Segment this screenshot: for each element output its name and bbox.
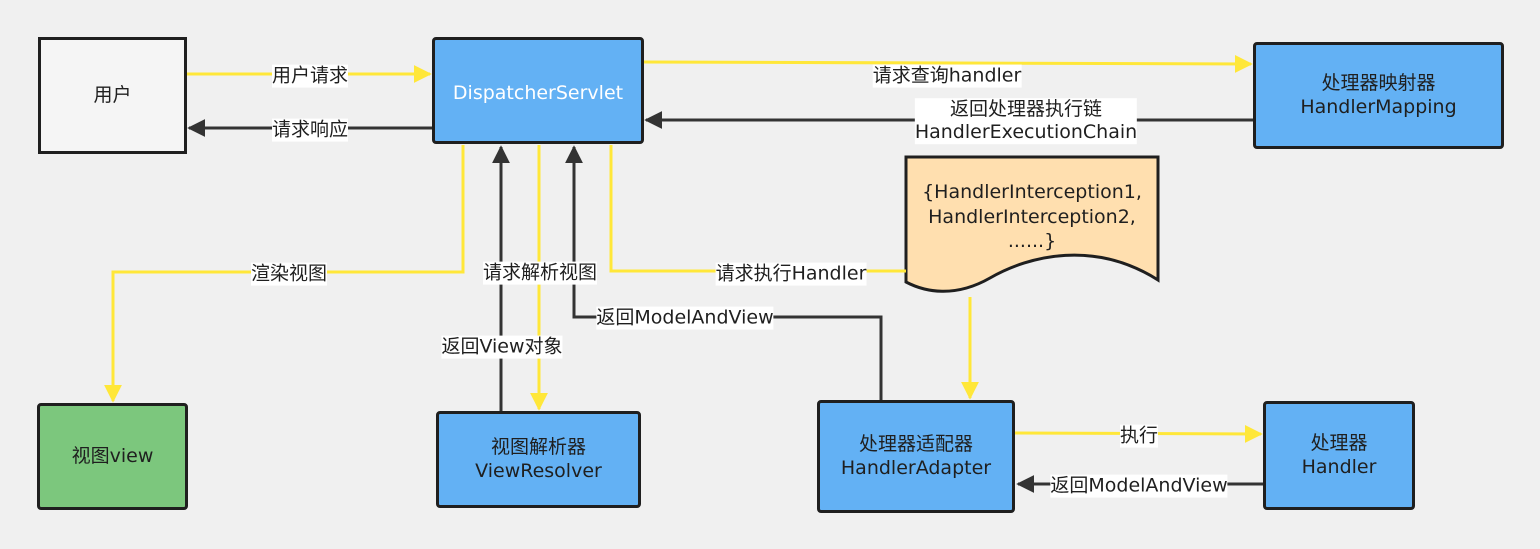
node-view-resolver-label-zh: 视图解析器 [490,435,586,458]
node-handler-adapter-label-en: HandlerAdapter [840,456,992,479]
node-handler-adapter-label-zh: 处理器适配器 [858,432,973,455]
node-dispatcher-servlet: DispatcherServlet [432,37,644,144]
node-handler-mapping: 处理器映射器 HandlerMapping [1253,42,1504,149]
label-render-view: 渲染视图 [250,262,328,286]
node-handler: 处理器 Handler [1263,401,1415,510]
label-return-chain-en: HandlerExecutionChain [914,121,1138,143]
node-user-label: 用户 [93,83,132,106]
label-return-model-and-view-adapter: 返回ModelAndView [1050,474,1228,498]
label-query-handler: 请求查询handler [872,64,1022,88]
interceptor-line-3: ......} [1007,230,1057,253]
node-handler-mapping-label-en: HandlerMapping [1300,95,1457,118]
label-return-chain: 返回处理器执行链 HandlerExecutionChain [914,98,1138,144]
label-request-response: 请求响应 [271,118,349,142]
label-user-request: 用户请求 [271,64,349,88]
node-view-resolver-label-en: ViewResolver [475,459,602,482]
interceptor-line-2: HandlerInterception2, [928,205,1136,228]
node-view-resolver: 视图解析器 ViewResolver [436,411,641,508]
label-resolve-view: 请求解析视图 [482,261,598,285]
node-handler-mapping-label-zh: 处理器映射器 [1321,71,1436,94]
node-interceptors: {HandlerInterception1, HandlerIntercepti… [906,180,1158,254]
node-view: 视图view [37,403,188,510]
node-dispatcher-servlet-label: DispatcherServlet [452,82,624,104]
label-return-chain-zh: 返回处理器执行链 [949,98,1103,121]
node-handler-label-zh: 处理器 [1310,431,1368,454]
label-return-view-object: 返回View对象 [441,335,563,359]
node-handler-label-en: Handler [1301,455,1377,478]
interceptor-document-shape [904,155,1160,293]
node-view-label: 视图view [71,444,154,467]
interceptor-line-1: {HandlerInterception1, [922,181,1142,203]
node-user: 用户 [38,37,187,154]
label-execute: 执行 [1119,424,1159,448]
label-return-model-and-view-dispatcher: 返回ModelAndView [596,306,774,330]
edge-query-handler [642,54,1253,73]
label-execute-handler: 请求执行Handler [715,262,867,286]
node-handler-adapter: 处理器适配器 HandlerAdapter [817,400,1015,513]
edge-execute-handler [609,145,906,273]
